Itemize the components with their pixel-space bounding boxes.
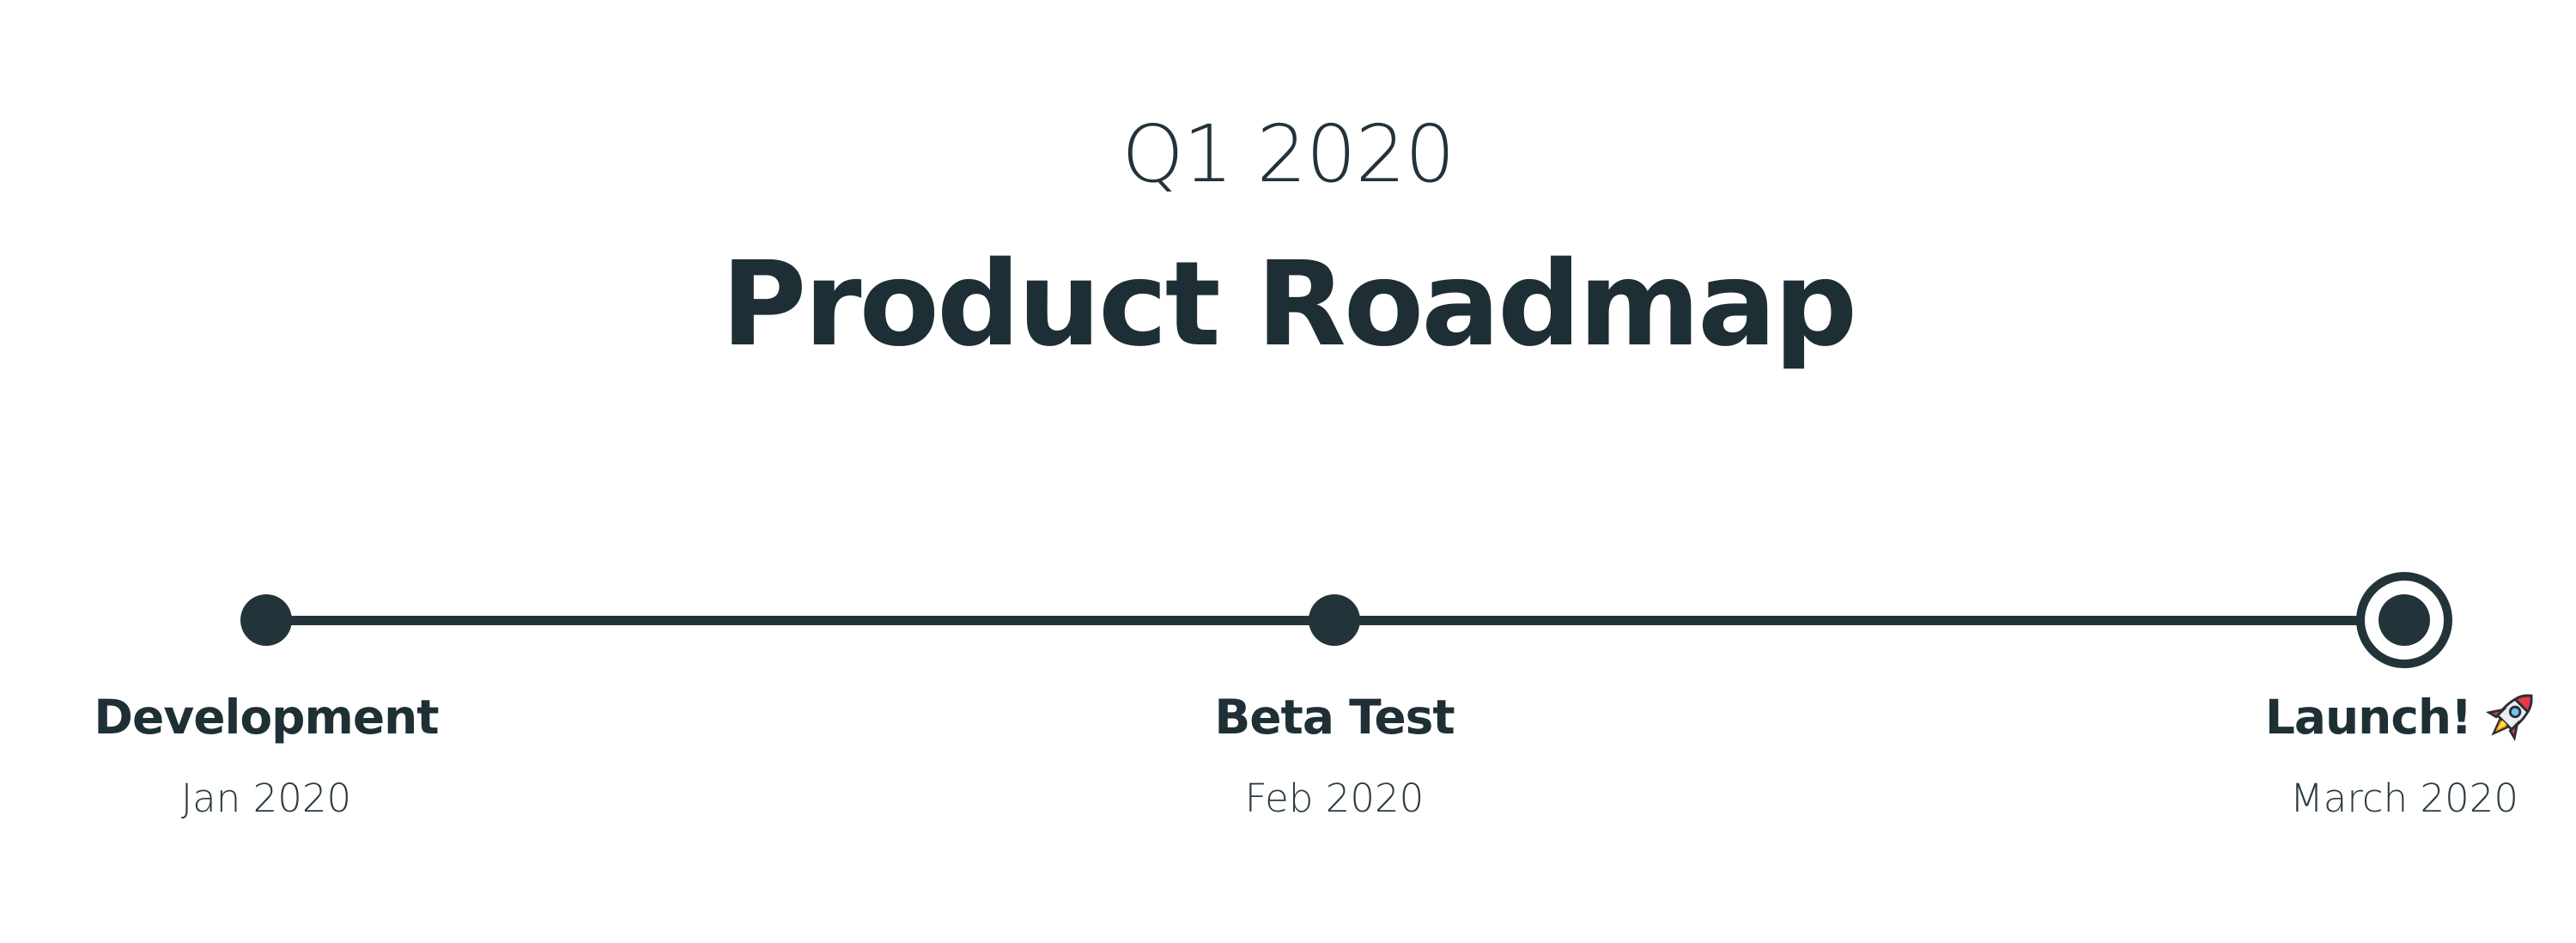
- milestone-label-development: Development: [94, 690, 439, 745]
- milestone-date-development: Jan 2020: [180, 776, 352, 821]
- milestone-node-beta-test: [1309, 594, 1360, 646]
- rocket-icon: [2486, 694, 2533, 741]
- milestone-date-beta-test: Feb 2020: [1244, 776, 1425, 821]
- milestone-node-launch-center: [2379, 594, 2430, 646]
- milestone-node-development: [240, 594, 292, 646]
- milestone-date-launch: March 2020: [2289, 776, 2518, 821]
- milestone-node-launch: [2356, 572, 2452, 668]
- milestone-label-launch: Launch!: [2264, 690, 2472, 745]
- milestone-label-beta-test: Beta Test: [1214, 690, 1455, 745]
- quarter-subtitle: Q1 2020: [1121, 108, 1455, 200]
- page-title: Product Roadmap: [720, 237, 1857, 373]
- milestone-launch-heading: Launch!: [2147, 687, 2576, 747]
